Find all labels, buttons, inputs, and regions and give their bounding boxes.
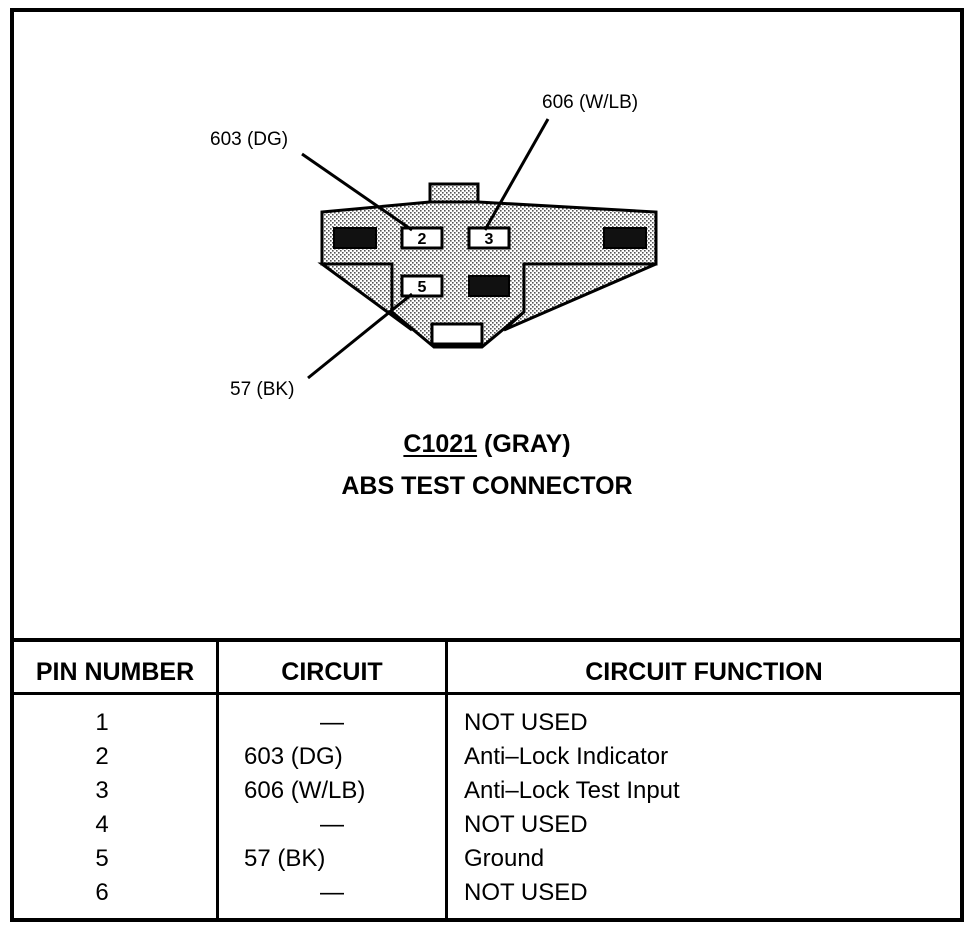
circuit-function: NOT USED [464, 879, 588, 906]
pin-number: 2 [95, 743, 109, 770]
circuit-function: NOT USED [464, 811, 588, 838]
cavity-pin5 [400, 274, 444, 298]
connector-title: C1021 (GRAY) [14, 430, 960, 459]
pin-number: 6 [95, 879, 109, 906]
callout-pin2: 603 (DG) [210, 129, 289, 150]
pin-number: 1 [95, 709, 109, 736]
callout-pin3: 606 (W/LB) [542, 92, 639, 113]
cavity-label-pin5: 5 [418, 279, 427, 296]
table-row: 3 606 (W/LB) Anti–Lock Test Input [14, 774, 960, 808]
circuit: 606 (W/LB) [244, 777, 366, 804]
column-divider-2 [445, 642, 448, 922]
circuit-function: Ground [464, 845, 545, 872]
pin-number: 3 [95, 777, 109, 804]
leader-line-pin3 [483, 118, 550, 231]
connector-diagram: 2 3 5 603 (DG) 606 (W/LB) 57 (BK) C1021 … [14, 12, 960, 638]
cavity-pin4 [603, 227, 647, 249]
cavity-label-pin2: 2 [418, 231, 427, 248]
pin-number: 5 [95, 845, 109, 872]
table-row: 5 57 (BK) Ground [14, 842, 960, 876]
locking-tab-bottom [430, 322, 484, 346]
table-row: 2 603 (DG) Anti–Lock Indicator [14, 740, 960, 774]
cavity-pin1 [333, 227, 377, 249]
circuit-function: NOT USED [464, 709, 588, 736]
pin-number: 4 [95, 811, 109, 838]
circuit-function: Anti–Lock Test Input [464, 777, 680, 804]
cavity-pin6 [468, 275, 510, 297]
leader-line-pin2 [301, 152, 413, 232]
column-divider-1 [216, 642, 219, 922]
callout-pin5: 57 (BK) [230, 379, 295, 400]
connector-color: (GRAY) [484, 430, 571, 458]
table-row: 1 — NOT USED [14, 706, 960, 740]
circuit: 603 (DG) [244, 743, 343, 770]
header-circuit: CIRCUIT [281, 658, 383, 686]
header-divider [14, 692, 960, 695]
connector-subtitle: ABS TEST CONNECTOR [341, 472, 633, 500]
circuit: — [320, 879, 344, 906]
circuit-function: Anti–Lock Indicator [464, 743, 669, 770]
pin-table: PIN NUMBER CIRCUIT CIRCUIT FUNCTION 1 — … [14, 638, 960, 922]
cavity-label-pin3: 3 [485, 231, 494, 248]
connector-wing-right [502, 262, 657, 332]
leader-line-pin5 [307, 292, 413, 380]
header-circuit-function: CIRCUIT FUNCTION [585, 658, 823, 686]
cavity-pin2 [400, 226, 444, 250]
header-pin-number: PIN NUMBER [35, 658, 195, 686]
circuit: 57 (BK) [244, 845, 326, 872]
circuit: — [320, 811, 344, 838]
connector-code: C1021 [403, 430, 478, 458]
diagram-frame: 2 3 5 603 (DG) 606 (W/LB) 57 (BK) C1021 … [10, 8, 964, 922]
cavity-pin3 [467, 226, 511, 250]
table-row: 4 — NOT USED [14, 808, 960, 842]
circuit: — [320, 709, 344, 736]
table-row: 6 — NOT USED [14, 876, 960, 910]
connector-drawing: 2 3 5 [301, 118, 658, 380]
